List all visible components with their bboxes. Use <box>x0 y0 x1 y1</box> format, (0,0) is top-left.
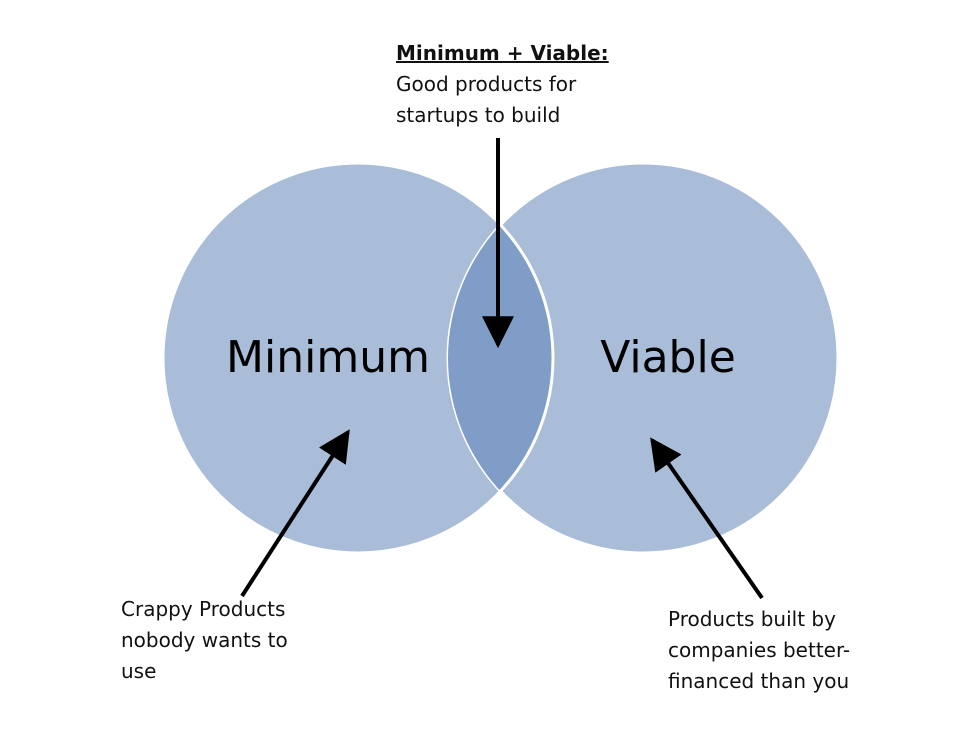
callout-overlap-heading: Minimum + Viable: <box>396 41 609 65</box>
callout-minimum-line-1: Crappy Products <box>121 597 286 621</box>
callout-viable-line-1: Products built by <box>668 607 836 631</box>
callout-viable-line-2: companies better- <box>668 638 851 662</box>
callout-minimum-line-3: use <box>121 659 157 683</box>
callout-overlap-line-1: Good products for <box>396 72 577 96</box>
label-minimum: Minimum <box>226 332 430 383</box>
callout-overlap-line-2: startups to build <box>396 103 561 127</box>
callout-overlap: Minimum + Viable: Good products for star… <box>396 38 609 131</box>
label-viable: Viable <box>600 332 736 383</box>
arrow-to-minimum <box>240 429 350 598</box>
arrow-to-viable <box>650 437 764 600</box>
callout-viable-line-3: financed than you <box>668 669 850 693</box>
callout-minimum-line-2: nobody wants to <box>121 628 288 652</box>
callout-minimum-only: Crappy Products nobody wants to use <box>121 594 288 687</box>
circle-minimum-outline <box>161 161 555 555</box>
callout-viable-only: Products built by companies better- fina… <box>668 604 850 697</box>
circle-minimum <box>163 163 553 553</box>
